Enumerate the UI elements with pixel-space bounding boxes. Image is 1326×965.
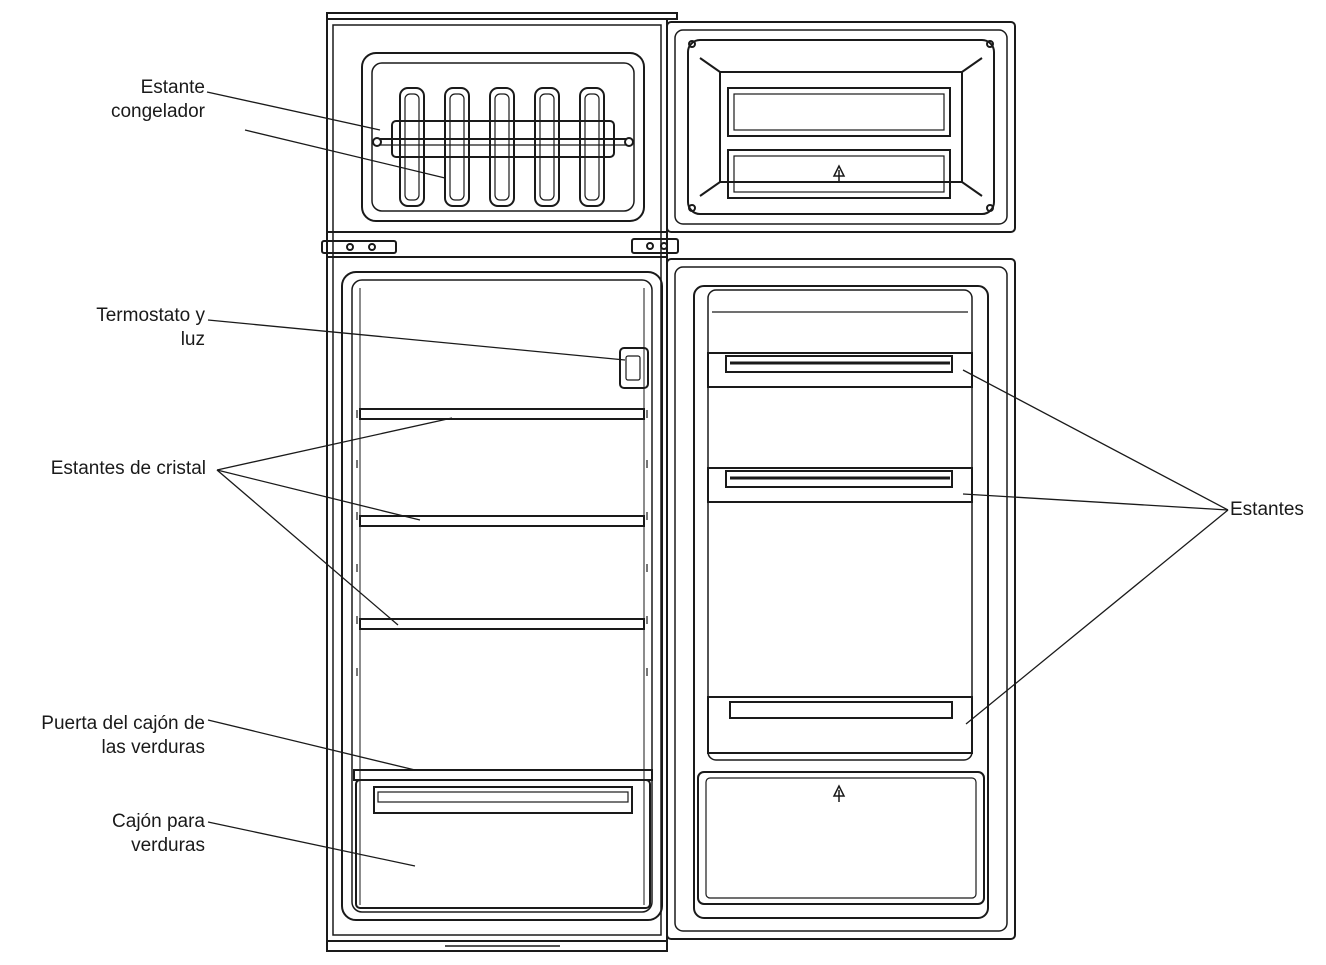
freezer-shelf-label: Estante congelador <box>40 76 205 124</box>
crisper-drawer <box>355 779 651 909</box>
crisper-drawer-label-line-2: verduras <box>131 835 205 856</box>
callout-lines <box>206 91 1229 867</box>
glass-shelf-1 <box>359 408 645 420</box>
door-shelf-1 <box>707 352 973 388</box>
fridge-compartment <box>341 271 663 921</box>
recycle-icon <box>832 784 846 802</box>
freezer-shelf-label-line-1: Estante <box>140 77 205 98</box>
freezer-shelf <box>372 120 634 158</box>
crisper-cover-label-line-2: las verduras <box>101 737 206 758</box>
freezer-shelf-label-line-2: congelador <box>110 101 205 122</box>
thermostat-label: Termostato y luz <box>40 304 205 352</box>
glass-shelf-2 <box>359 515 645 527</box>
recycle-icon <box>832 164 846 182</box>
fridge-door <box>666 258 1016 940</box>
glass-shelves-label: Estantes de cristal <box>0 457 206 481</box>
door-shelves-label-text: Estantes <box>1230 499 1304 520</box>
door-shelves-label: Estantes <box>1230 498 1322 522</box>
crisper-drawer-label: Cajón para verduras <box>40 810 205 858</box>
thermostat-label-line-1: Termostato y <box>96 305 205 326</box>
door-shelf-2 <box>707 467 973 503</box>
cabinet <box>326 12 678 952</box>
crisper-drawer-label-line-1: Cajón para <box>112 811 205 832</box>
glass-shelves-label-text: Estantes de cristal <box>50 458 206 479</box>
freezer-compartment <box>361 52 645 222</box>
crisper-cover-label-line-1: Puerta del cajón de <box>41 713 205 734</box>
door-bottom-bin <box>697 771 985 905</box>
thermostat-and-light <box>619 347 649 389</box>
thermostat-label-line-2: luz <box>180 329 205 350</box>
crisper-cover <box>353 769 653 781</box>
glass-shelf-3 <box>359 618 645 630</box>
door-shelf-3 <box>707 696 973 754</box>
freezer-door <box>666 21 1016 233</box>
hinges <box>321 238 679 254</box>
crisper-cover-label: Puerta del cajón de las verduras <box>0 712 205 760</box>
